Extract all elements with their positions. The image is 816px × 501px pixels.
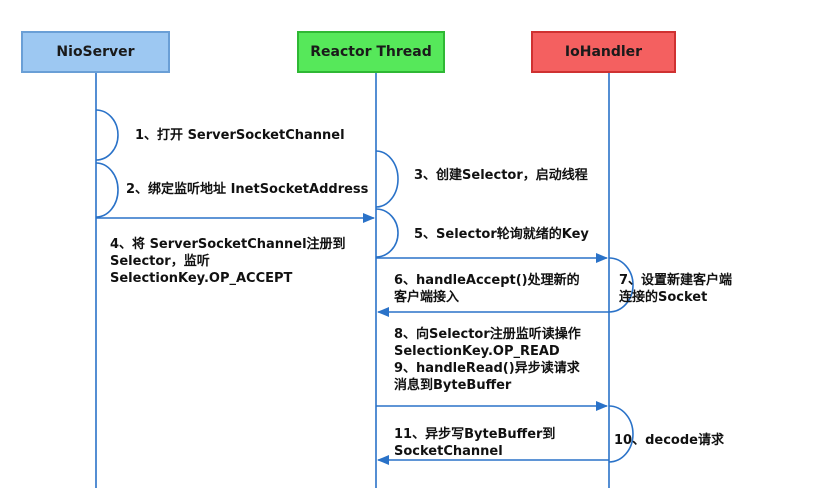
step-5-label: 5、Selector轮询就绪的Key: [414, 227, 589, 242]
step-8-label: 8、向Selector注册监听读操作 SelectionKey.OP_READ: [394, 327, 581, 359]
step-11-label: 11、异步写ByteBuffer到 SocketChannel: [394, 427, 556, 459]
self-loop-step-7: [608, 257, 634, 313]
actor-reactor-thread: Reactor Thread: [297, 31, 445, 73]
step-3-label: 3、创建Selector，启动线程: [414, 168, 588, 183]
step-9-label: 9、handleRead()异步读请求 消息到ByteBuffer: [394, 361, 580, 393]
step-7-label: 7、设置新建客户端 连接的Socket: [619, 273, 733, 305]
self-loop-step-2: [95, 162, 119, 218]
actor-nio-server: NioServer: [21, 31, 170, 73]
step-6-label: 6、handleAccept()处理新的 客户端接入: [394, 273, 580, 305]
step-2-label: 2、绑定监听地址 InetSocketAddress: [126, 182, 369, 197]
self-loop-step-3: [375, 150, 399, 208]
step-4-label: 4、将 ServerSocketChannel注册到 Selector，监听 S…: [110, 237, 346, 286]
step-10-label: 10、decode请求: [614, 433, 724, 448]
step-1-label: 1、打开 ServerSocketChannel: [135, 128, 345, 143]
actor-io-handler: IoHandler: [531, 31, 676, 73]
self-loop-step-5: [375, 208, 399, 258]
self-loop-step-10: [608, 405, 634, 463]
self-loop-step-1: [95, 109, 119, 161]
